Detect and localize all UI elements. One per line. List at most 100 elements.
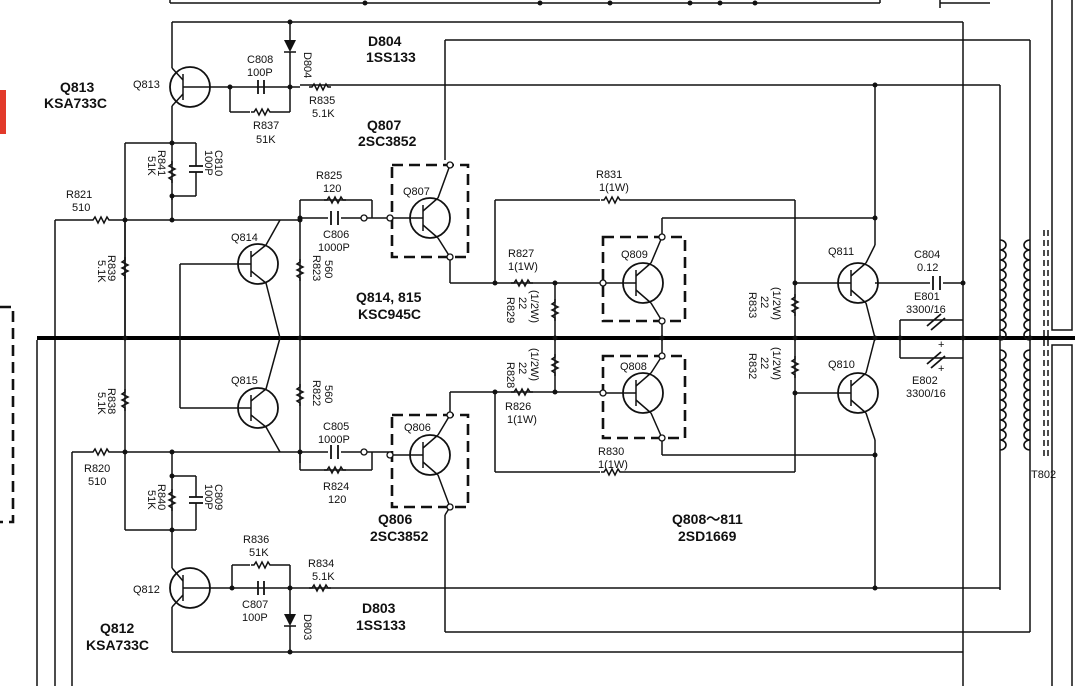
r826-ref: R826 bbox=[505, 401, 531, 413]
r829-value: 22 bbox=[516, 297, 528, 309]
r836-ref: R836 bbox=[243, 534, 269, 546]
q812-circuit bbox=[169, 561, 332, 655]
q815-circuit bbox=[180, 335, 304, 455]
q808-811-part: 2SD1669 bbox=[678, 528, 737, 544]
q814-ref: Q814 bbox=[231, 232, 258, 244]
c805-ref: C805 bbox=[323, 421, 349, 433]
q814-815-part: KSC945C bbox=[358, 306, 421, 322]
q807-part: 2SC3852 bbox=[358, 133, 417, 149]
q809-circuit bbox=[599, 217, 875, 338]
r841-value: 51K bbox=[145, 156, 157, 176]
top-edge-traces bbox=[0, 0, 990, 134]
r834-value: 5.1K bbox=[312, 571, 335, 583]
r829-ref: R829 bbox=[504, 297, 516, 323]
e802-ref: E802 bbox=[912, 375, 938, 387]
c809-ref: C809 bbox=[212, 484, 224, 510]
r828-ref: R828 bbox=[504, 362, 516, 388]
r832-ref: R832 bbox=[746, 353, 758, 379]
e802-value: 3300/16 bbox=[906, 388, 946, 400]
r822-value: 560 bbox=[322, 385, 334, 403]
output-capacitors: + + bbox=[875, 276, 966, 375]
r841-ref: R841 bbox=[155, 150, 167, 176]
r840-value: 51K bbox=[145, 490, 157, 510]
r820-ref: R820 bbox=[84, 463, 110, 475]
r838-ref: R838 bbox=[105, 388, 117, 414]
q812-part: KSA733C bbox=[86, 637, 149, 653]
d804-ref: D804 bbox=[368, 33, 402, 49]
c807-ref: C807 bbox=[242, 599, 268, 611]
q806-circuit bbox=[386, 391, 555, 516]
r824-ref: R824 bbox=[323, 481, 349, 493]
d804-part: 1SS133 bbox=[366, 49, 416, 65]
q813-ref: Q813 bbox=[133, 79, 160, 91]
r831-ref: R831 bbox=[596, 169, 622, 181]
q814-circuit bbox=[179, 200, 304, 463]
r831-value: 1(1W) bbox=[599, 182, 629, 194]
r828-value: 22 bbox=[516, 362, 528, 374]
t802-ref: T802 bbox=[1031, 469, 1056, 481]
r830-value: 1(1W) bbox=[598, 459, 628, 471]
q815-ref: Q815 bbox=[231, 375, 258, 387]
r828-rating: (1/2W) bbox=[528, 348, 540, 381]
left-dashed-connector bbox=[0, 220, 56, 686]
r837-value: 51K bbox=[256, 134, 276, 146]
r839-value: 5.1K bbox=[95, 260, 107, 283]
q812-ref: Q812 bbox=[133, 584, 160, 596]
r821-value: 510 bbox=[72, 202, 90, 214]
r830-ref: R830 bbox=[598, 446, 624, 458]
q806-ref-large: Q806 bbox=[378, 511, 412, 527]
t802-transformer bbox=[999, 230, 1049, 460]
r836-value: 51K bbox=[249, 547, 269, 559]
r825-value: 120 bbox=[323, 183, 341, 195]
right-side-wiring bbox=[290, 0, 1073, 686]
c806-ref: C806 bbox=[323, 229, 349, 241]
r834-ref: R834 bbox=[308, 558, 334, 570]
r838-value: 5.1K bbox=[95, 392, 107, 415]
q810-circuit bbox=[791, 335, 879, 458]
r841-c810 bbox=[124, 140, 203, 530]
r820-value: 510 bbox=[88, 476, 106, 488]
r832-rating: (1/2W) bbox=[770, 347, 782, 380]
d803-diode bbox=[284, 614, 296, 626]
q807-circuit bbox=[386, 161, 555, 284]
r823-ref: R823 bbox=[310, 255, 322, 281]
r823-value: 560 bbox=[322, 260, 334, 278]
c804-ref: C804 bbox=[914, 249, 940, 261]
d803-ref: D803 bbox=[362, 600, 396, 616]
c805-value: 1000P bbox=[318, 434, 350, 446]
r839-ref: R839 bbox=[105, 255, 117, 281]
q806-part: 2SC3852 bbox=[370, 528, 429, 544]
r830 bbox=[495, 338, 796, 476]
d803-part: 1SS133 bbox=[356, 617, 406, 633]
c808-ref: C808 bbox=[247, 54, 273, 66]
r821-ref: R821 bbox=[66, 189, 92, 201]
r826-value: 1(1W) bbox=[507, 414, 537, 426]
q808-circuit bbox=[599, 335, 875, 456]
r824-c805 bbox=[299, 445, 392, 474]
d804-diode bbox=[284, 40, 296, 52]
r827-value: 1(1W) bbox=[508, 261, 538, 273]
d803-ref-vertical: D803 bbox=[301, 614, 313, 640]
r840-ref: R840 bbox=[155, 484, 167, 510]
q813-circuit bbox=[169, 19, 332, 200]
r821-input bbox=[55, 196, 280, 338]
r826-r828 bbox=[492, 335, 603, 472]
q807-ref-large: Q807 bbox=[367, 117, 401, 133]
q813-ref-large: Q813 bbox=[60, 79, 94, 95]
r835-ref: R835 bbox=[309, 95, 335, 107]
r827-ref: R827 bbox=[508, 248, 534, 260]
red-marker bbox=[0, 90, 6, 134]
c810-ref: C810 bbox=[212, 150, 224, 176]
c810-value: 100P bbox=[202, 150, 214, 176]
r833-value: 22 bbox=[758, 296, 770, 308]
q813-part: KSA733C bbox=[44, 95, 107, 111]
q808-ref: Q808 bbox=[620, 361, 647, 373]
r831 bbox=[494, 196, 796, 338]
r832-value: 22 bbox=[758, 357, 770, 369]
q810-ref: Q810 bbox=[828, 359, 855, 371]
q809-ref: Q809 bbox=[621, 249, 648, 261]
q806-ref: Q806 bbox=[404, 422, 431, 434]
q812-ref-large: Q812 bbox=[100, 620, 134, 636]
c807-value: 100P bbox=[242, 612, 268, 624]
